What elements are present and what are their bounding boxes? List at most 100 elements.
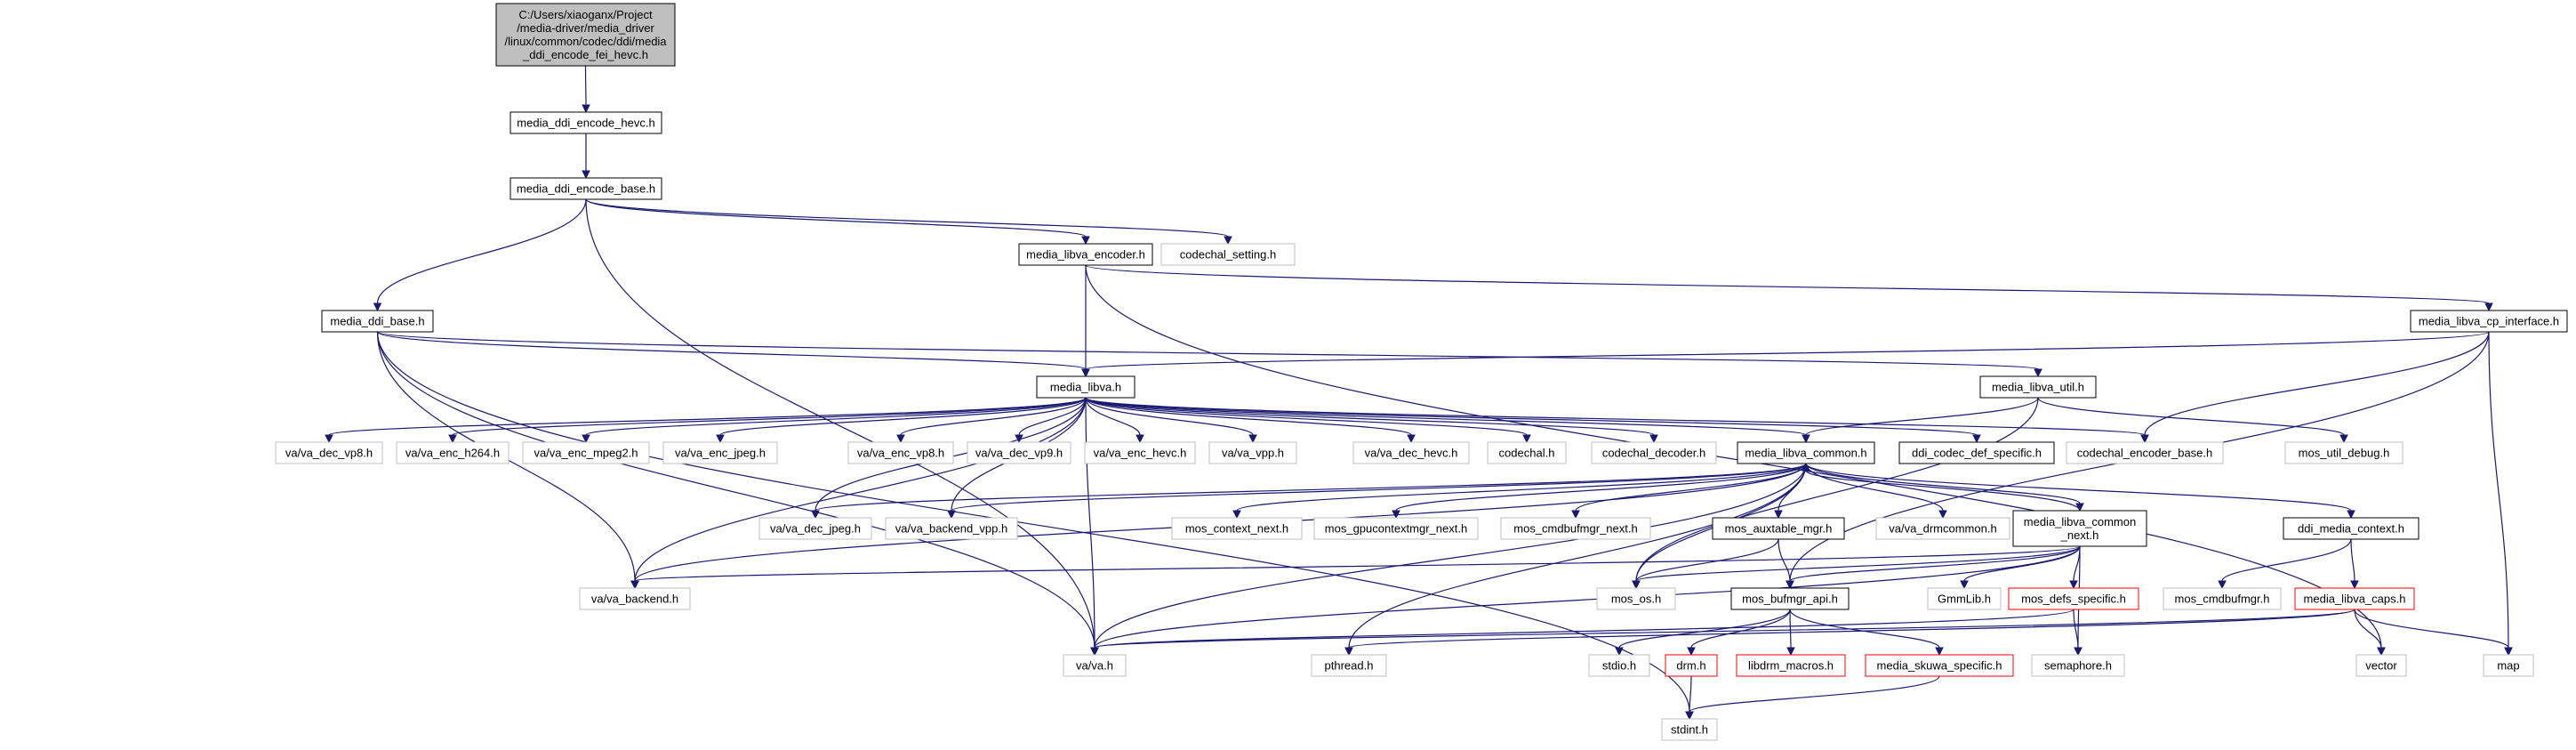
arrowhead-map: [2504, 647, 2513, 657]
node-box: [2031, 654, 2125, 677]
edge-libva-common-to-libva-common-next: [1805, 463, 2081, 504]
arrowhead-gmmlib: [1960, 580, 1969, 590]
node-codechal-encoder-base: codechal_encoder_base.h: [2066, 441, 2224, 464]
node-stdint: stdint.h: [1661, 718, 1718, 741]
node-label: va/va_enc_mpeg2.h: [534, 447, 638, 460]
node-codechal-decoder: codechal_decoder.h: [1591, 441, 1717, 464]
arrowhead-media-libva: [1081, 368, 1090, 378]
node-drm[interactable]: drm.h: [1665, 654, 1718, 677]
node-va-enc-vp8: va/va_enc_vp8.h: [847, 441, 954, 464]
node-label: media_libva_util.h: [1992, 381, 2084, 394]
node-box[interactable]: [510, 111, 662, 134]
node-box[interactable]: [1036, 375, 1136, 399]
arrowhead-mos-defs-specific: [2069, 580, 2078, 590]
node-label: pthread.h: [1325, 659, 1374, 673]
node-box[interactable]: [2008, 587, 2139, 610]
node-ddi-media-context[interactable]: ddi_media_context.h: [2283, 517, 2420, 540]
node-libdrm-macros[interactable]: libdrm_macros.h: [1736, 654, 1846, 677]
edge-libva-common-to-va-backend-vpp: [951, 463, 1807, 512]
node-label: va/va_backend_vpp.h: [895, 522, 1007, 536]
node-box[interactable]: [2012, 510, 2147, 547]
node-encode-base[interactable]: media_ddi_encode_base.h: [510, 177, 662, 200]
node-libva-encoder[interactable]: media_libva_encoder.h: [1018, 243, 1153, 266]
node-mos-bufmgr-api[interactable]: mos_bufmgr_api.h: [1730, 587, 1850, 610]
node-label: media_libva_cp_interface.h: [2419, 315, 2559, 328]
node-libva-common[interactable]: media_libva_common.h: [1737, 441, 1875, 464]
node-label: mos_bufmgr_api.h: [1742, 593, 1838, 606]
edge-libva-encoder-to-vector: [1085, 264, 2382, 649]
node-box[interactable]: [1712, 517, 1845, 540]
edge-media-libva-to-va-enc-mpeg2: [585, 397, 1087, 436]
node-label: va/va_drmcommon.h: [1889, 522, 1996, 536]
node-stdio: stdio.h: [1588, 654, 1650, 677]
arrowhead-mos-bufmgr-api: [1786, 580, 1794, 590]
node-va-enc-mpeg2: va/va_enc_mpeg2.h: [522, 441, 650, 464]
node-label: va/va_dec_vp9.h: [975, 447, 1063, 460]
edge-media-libva-to-libva-common: [1085, 397, 1807, 436]
node-libva-util[interactable]: media_libva_util.h: [1979, 375, 2097, 399]
node-media-skuwa-specific[interactable]: media_skuwa_specific.h: [1865, 654, 2014, 677]
arrowhead-codechal-setting: [1224, 236, 1232, 246]
node-label: mos_gpucontextmgr_next.h: [1325, 522, 1467, 536]
node-box[interactable]: [2283, 517, 2420, 540]
node-box[interactable]: [1018, 243, 1153, 266]
node-cp-interface[interactable]: media_libva_cp_interface.h: [2410, 310, 2568, 333]
node-libva-common-next[interactable]: media_libva_common_next.h: [2012, 510, 2147, 547]
node-box[interactable]: [1865, 654, 2014, 677]
node-mos-context-next: mos_context_next.h: [1171, 517, 1303, 540]
edge-mos-auxtable-mgr-to-mos-bufmgr-api: [1778, 538, 1791, 582]
node-box[interactable]: [2410, 310, 2568, 333]
node-label: codechal_decoder.h: [1602, 447, 1705, 460]
node-vector: vector: [2355, 654, 2407, 677]
node-box: [396, 441, 510, 464]
node-media-libva[interactable]: media_libva.h: [1036, 375, 1136, 399]
node-ddi-base[interactable]: media_ddi_base.h: [321, 310, 434, 333]
edge-libva-caps-to-pthread: [1348, 609, 2355, 649]
arrowhead-ddi-media-context: [2347, 510, 2355, 520]
node-mos-os: mos_os.h: [1596, 587, 1676, 610]
node-box[interactable]: [1736, 654, 1846, 677]
node-label: drm.h: [1676, 659, 1705, 673]
node-label: media_ddi_encode_hevc.h: [517, 117, 654, 130]
arrowhead-stdint: [1685, 711, 1694, 721]
arrowhead-va-enc-hevc: [1136, 434, 1144, 444]
node-label: media_libva_common.h: [1745, 447, 1866, 460]
node-box: [1661, 718, 1718, 741]
node-box[interactable]: [1737, 441, 1875, 464]
arrowhead-va-enc-mpeg2: [582, 434, 590, 444]
arrowhead-va-enc-vp8: [896, 434, 905, 444]
node-label: codechal.h: [1499, 447, 1555, 460]
node-box: [2284, 441, 2403, 464]
node-box[interactable]: [1730, 587, 1850, 610]
arrowhead-libva-common-next: [2075, 503, 2084, 512]
edge-libva-common-next-to-va-backend: [634, 545, 2081, 582]
arrowhead-ddi-base: [373, 302, 382, 312]
node-box[interactable]: [2294, 587, 2415, 610]
node-box[interactable]: [1898, 441, 2055, 464]
node-mos-defs-specific[interactable]: mos_defs_specific.h: [2008, 587, 2139, 610]
node-libva-caps[interactable]: media_libva_caps.h: [2294, 587, 2415, 610]
node-box[interactable]: [1979, 375, 2097, 399]
node-label: /linux/common/codec/ddi/media: [504, 35, 667, 48]
arrowhead-va-backend: [630, 580, 639, 590]
edge-libva-encoder-to-cp-interface: [1085, 264, 2490, 304]
node-label: stdint.h: [1671, 723, 1708, 737]
edge-libva-common-to-va-dec-jpeg: [815, 463, 1807, 512]
node-label: codechal_setting.h: [1180, 248, 1276, 262]
node-label: mos_os.h: [1611, 593, 1661, 606]
arrowhead-ddi-codec-def: [1972, 434, 1981, 444]
node-encode-hevc[interactable]: media_ddi_encode_hevc.h: [510, 111, 662, 134]
edge-libva-common-to-va-drmcommon: [1805, 463, 1944, 512]
node-box[interactable]: [321, 310, 434, 333]
node-box: [1311, 654, 1387, 677]
edge-ddi-base-to-va-h: [376, 331, 1095, 649]
node-box[interactable]: [510, 177, 662, 200]
edge-libva-common-to-mos-context-next: [1236, 463, 1807, 512]
edge-ddi-base-to-stdint: [376, 331, 1690, 713]
edge-media-libva-to-codechal-decoder: [1085, 397, 1655, 436]
node-ddi-codec-def[interactable]: ddi_codec_def_specific.h: [1898, 441, 2055, 464]
node-box[interactable]: [1665, 654, 1718, 677]
node-mos-auxtable-mgr[interactable]: mos_auxtable_mgr.h: [1712, 517, 1845, 540]
node-box: [2066, 441, 2224, 464]
